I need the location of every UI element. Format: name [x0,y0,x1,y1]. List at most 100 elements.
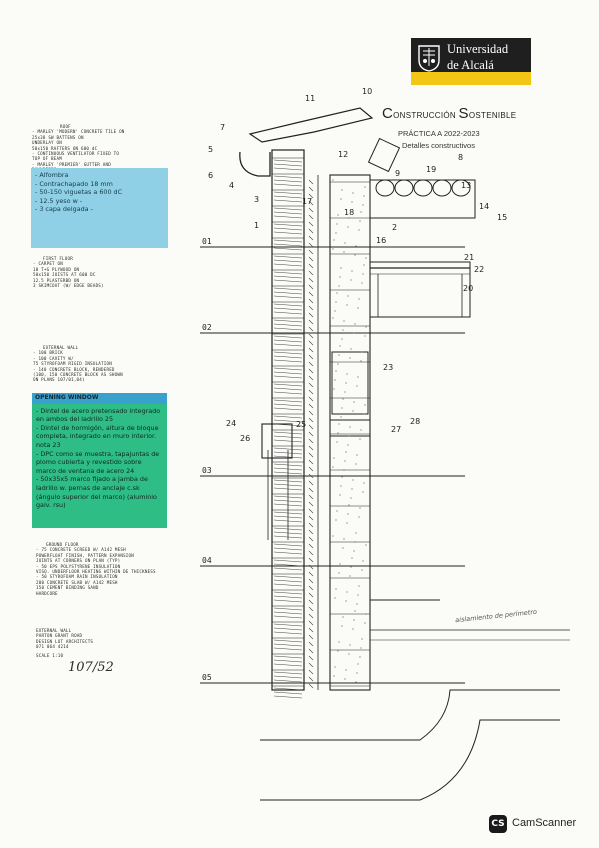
brick-hatch [273,259,303,263]
block-aggregate-dot [359,656,361,658]
title-block-line: 071 064 4214 [36,644,69,650]
block-aggregate-dot [342,329,344,331]
callout-number: 19 [426,165,436,174]
callout-number: 4 [229,181,234,190]
insulation-hatch [308,508,314,514]
brick-hatch [273,687,303,691]
drawing-number: 107/52 [68,660,114,675]
block-aggregate-dot [356,603,358,605]
brick-hatch [273,223,303,227]
insulation-hatch [308,305,314,311]
callout-number: 8 [458,153,463,162]
inner-block-leaf [329,174,371,691]
block-aggregate-dot [333,239,335,241]
brick-hatch [273,195,303,199]
brick-hatch [273,567,303,571]
brick-hatch [273,279,303,283]
insulation-hatch [308,529,314,535]
insulation-hatch [308,368,314,374]
insulation-hatch [308,424,314,430]
insulation-hatch [308,634,314,640]
block-aggregate-dot [339,345,341,347]
block-aggregate-dot [345,669,347,671]
brick-hatch [273,247,303,251]
scale-label: SCALE 1:10 [36,652,64,658]
block-aggregate-dot [362,204,364,206]
block-aggregate-dot [352,479,354,481]
block-aggregate-dot [357,594,359,596]
brick-hatch [273,691,303,695]
blue-note-line: - 12.5 yeso w - [35,196,83,205]
insulation-hatch [308,319,314,325]
block-aggregate-dot [335,232,337,234]
callout-number: 5 [208,145,213,154]
brick-hatch [273,227,303,231]
roof-insulation-roll [413,179,433,197]
insulation-hatch [308,242,314,248]
external-wall-note-line: 75 STYROFOAM RIGID INSULATION [33,361,112,367]
insulation-hatch [308,564,314,570]
brick-hatch [273,175,303,179]
brick-hatch [273,487,303,491]
block-aggregate-dot [334,666,336,668]
block-aggregate-dot [334,379,336,381]
brick-hatch [273,515,303,519]
block-aggregate-dot [357,376,359,378]
opening-window-note-line: - DPC como se muestra, tapajuntas de plo… [36,449,160,475]
ground-floor-note-line: VISQ. UNDERFLOOR HEATING WITHIN DE THICK… [36,569,156,575]
callout-number: 28 [410,417,420,426]
level-label: 03 [202,466,212,475]
block-aggregate-dot [334,597,336,599]
block-aggregate-dot [364,335,366,337]
brick-hatch [273,319,303,323]
insulation-hatch [308,445,314,451]
block-aggregate-dot [354,254,356,256]
block-aggregate-dot [361,638,363,640]
camscanner-label: CamScanner [512,817,577,829]
brick-hatch [273,579,303,583]
brick-hatch [273,419,303,423]
block-aggregate-dot [356,454,358,456]
callout-number: 13 [461,181,471,190]
brick-hatch [273,543,303,547]
block-aggregate-dot [341,625,343,627]
insulation-hatch [308,648,314,654]
insulation-hatch [308,431,314,437]
ground-floor-note-line: - 50 STYROFOAM RAIN INSULATION [36,574,118,580]
brick-hatch [273,439,303,443]
insulation-hatch [308,179,314,185]
brick-hatch [273,611,303,615]
callout-number: 17 [302,197,312,206]
insulation-hatch [308,256,314,262]
roof-note-line: 25x38 SW BATTENS ON [32,134,84,140]
external-wall-note-line: - 100 BRICK [33,350,63,356]
insulation-hatch [308,375,314,381]
block-aggregate-dot [345,382,347,384]
block-aggregate-dot [361,351,363,353]
block-aggregate-dot [358,585,360,587]
insulation-hatch [308,487,314,493]
insulation-hatch [308,620,314,626]
brick-hatch [273,327,303,331]
insulation-hatch [308,333,314,339]
brick-hatch [273,671,303,675]
block-aggregate-dot [351,557,353,559]
block-aggregate-dot [355,245,357,247]
callout-number: 11 [305,94,315,103]
ground-floor-note-line: - 75 CONCRETE SCREED W/ A142 MESH [36,547,126,553]
insulation-hatch [308,494,314,500]
brick-hatch [273,655,303,659]
insulation-hatch [308,263,314,269]
block-aggregate-dot [335,301,337,303]
callout-number: 21 [464,253,474,262]
roof-note-line: - CONTINUOUS VENTILATOR FIXED TO [32,151,120,157]
roof-insulation-roll [375,179,395,197]
ground-floor-notes: GROUND FLOOR - 75 CONCRETE SCREED W/ A14… [36,542,186,596]
block-aggregate-dot [344,678,346,680]
block-aggregate-dot [342,398,344,400]
brick-hatch [273,355,303,359]
brick-hatch [273,627,303,631]
brick-hatch [273,583,303,587]
roof-note-line: TOP OF BEAM [32,156,62,162]
